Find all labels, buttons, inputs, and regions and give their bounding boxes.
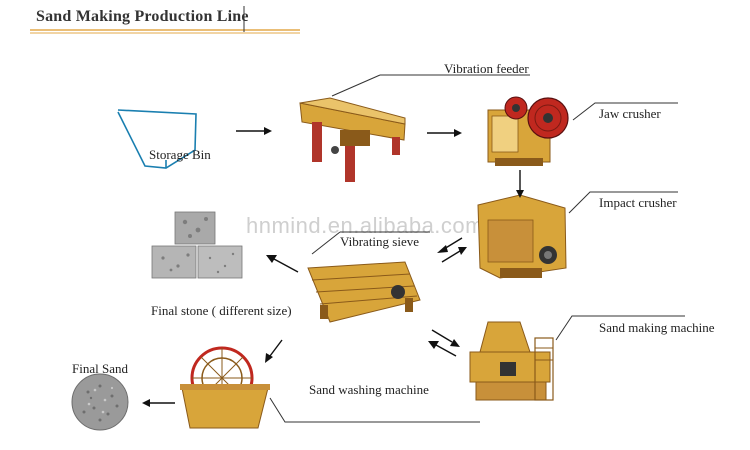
storage-bin-shape: [117, 109, 197, 169]
label-sand-making-machine: Sand making machine: [599, 320, 715, 335]
vibration-feeder-image: [299, 97, 406, 182]
leader-line: [331, 74, 381, 97]
flow-arrows: [142, 127, 524, 407]
label-storage-bin: Storage Bin: [149, 147, 211, 162]
label-sand-washing-machine: Sand washing machine: [309, 382, 429, 397]
vibrating-sieve-image: [307, 261, 421, 323]
leader-line: [568, 191, 678, 214]
label-vibration-feeder: Vibration feeder: [444, 61, 529, 76]
impact-crusher-image: [477, 194, 567, 279]
final-sand-ball: [71, 373, 129, 431]
label-final-sand: Final Sand: [72, 361, 128, 376]
leader-line: [311, 231, 341, 255]
jaw-crusher-image: [487, 96, 569, 166]
title-underline: [30, 6, 300, 34]
leader-line: [555, 315, 685, 341]
leader-line: [269, 397, 480, 423]
label-impact-crusher: Impact crusher: [599, 195, 677, 210]
label-vibrating-sieve: Vibrating sieve: [340, 234, 420, 249]
label-final-stone: Final stone ( different size): [151, 303, 292, 318]
sand-making-machine-image: [469, 321, 554, 401]
leader-line: [572, 102, 678, 121]
sand-washing-machine-image: [180, 346, 270, 429]
page-title: Sand Making Production Line: [36, 8, 249, 25]
final-stone-samples: [151, 211, 243, 279]
label-jaw-crusher: Jaw crusher: [599, 106, 661, 121]
watermark: hnmind.en.alibaba.com: [246, 213, 484, 238]
